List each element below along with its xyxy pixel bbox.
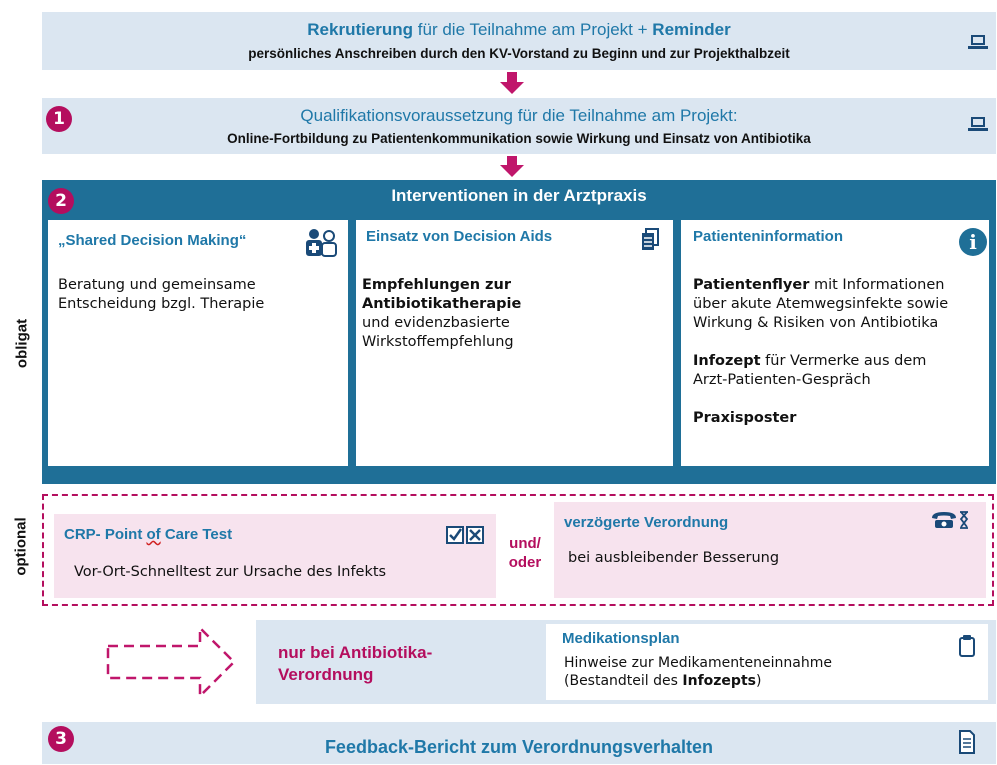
antibiotic-box: nur bei Antibiotika- Verordnung Medikati… bbox=[256, 620, 996, 704]
card3-p1-line2: über akute Atemwegsinfekte sowie bbox=[693, 296, 949, 312]
down-arrow-stem bbox=[507, 156, 517, 165]
med-line2-a: (Bestandteil des bbox=[564, 673, 683, 689]
optional-label: optional bbox=[12, 517, 30, 576]
phone-hourglass-icon bbox=[932, 511, 969, 529]
step1-box: 1 Qualifikationsvoraussetzung für die Te… bbox=[42, 98, 996, 154]
info-icon: i bbox=[959, 228, 987, 256]
med-title: Medikationsplan bbox=[562, 630, 680, 647]
card2-body: Empfehlungen zur Antibiotikatherapie und… bbox=[362, 276, 673, 352]
step1-title: Qualifikationsvoraussetzung für die Teil… bbox=[42, 106, 996, 126]
delayed-title: verzögerte Verordnung bbox=[564, 514, 729, 531]
step3-title: Feedback-Bericht zum Verordnungsverhalte… bbox=[324, 737, 714, 757]
obligat-label: obligat bbox=[13, 318, 31, 369]
optional-frame: CRP- Point of Care Test Vor-Ort-Schnellt… bbox=[42, 494, 994, 606]
card3-p2-line1: Infozept für Vermerke aus dem bbox=[693, 352, 948, 371]
report-icon bbox=[959, 730, 975, 754]
card2-line3: Wirkstoffempfehlung bbox=[362, 334, 514, 350]
card-decision-aids: Einsatz von Decision Aids Empfehlungen z… bbox=[356, 220, 673, 466]
checkbox-icon bbox=[446, 526, 484, 544]
crp-title-b: Care Test bbox=[160, 526, 233, 543]
card3-p1-bold: Patientenflyer bbox=[693, 277, 810, 293]
laptop-icon bbox=[968, 117, 988, 131]
crp-title-a: CRP- Point bbox=[64, 526, 147, 543]
recruitment-title: Rekrutierung für die Teilnahme am Projek… bbox=[42, 20, 996, 40]
step1-subtitle: Online-Fortbildung zu Patientenkommunika… bbox=[227, 131, 811, 146]
documents-icon bbox=[642, 228, 659, 250]
card3-p3-bold: Praxisposter bbox=[693, 410, 797, 426]
step1-title-rest: für die Teilnahme am Projekt: bbox=[513, 106, 738, 125]
card1-line2: Entscheidung bzgl. Therapie bbox=[58, 296, 265, 312]
recruitment-subtitle: persönliches Anschreiben durch den KV-Vo… bbox=[248, 46, 790, 61]
med-body: Hinweise zur Medikamenteneinnahme (Besta… bbox=[564, 654, 832, 690]
crp-box: CRP- Point of Care Test Vor-Ort-Schnellt… bbox=[54, 514, 496, 598]
card3-p2-bold: Infozept bbox=[693, 353, 761, 369]
card2-bold-line: Empfehlungen zur Antibiotikatherapie bbox=[362, 277, 522, 312]
delayed-body: bei ausbleibender Besserung bbox=[568, 550, 780, 566]
card3-p1-rest: mit Informationen bbox=[809, 277, 945, 293]
card1-line1: Beratung und gemeinsame bbox=[58, 277, 256, 293]
med-line1: Hinweise zur Medikamenteneinnahme bbox=[564, 655, 832, 671]
clipboard-icon bbox=[959, 635, 975, 657]
medication-plan-card: Medikationsplan Hinweise zur Medikamente… bbox=[546, 624, 988, 700]
card-shared-decision: „Shared Decision Making“ Beratung und ge… bbox=[48, 220, 348, 466]
crp-title: CRP- Point of Care Test bbox=[64, 526, 232, 543]
down-arrow-icon bbox=[500, 165, 524, 177]
card3-p2-line2: Arzt-Patienten-Gespräch bbox=[693, 372, 871, 388]
card1-title: „Shared Decision Making“ bbox=[58, 232, 247, 249]
dashed-arrow-icon bbox=[106, 624, 236, 700]
step3-number: 3 bbox=[48, 726, 74, 752]
and-or-connector: und/ oder bbox=[500, 534, 550, 572]
delayed-box: verzögerte Verordnung bei ausbleibender … bbox=[554, 502, 986, 598]
down-arrow-stem bbox=[507, 72, 517, 82]
card-patient-info: Patienteninformation i Patientenflyer mi… bbox=[681, 220, 989, 466]
card1-body: Beratung und gemeinsame Entscheidung bzg… bbox=[58, 276, 264, 314]
interventions-panel: 2 Interventionen in der Arztpraxis „Shar… bbox=[42, 180, 996, 484]
step1-number: 1 bbox=[46, 106, 72, 132]
laptop-icon bbox=[968, 35, 988, 49]
recruitment-title-bold2: Reminder bbox=[652, 20, 731, 39]
connector-line1: und/ bbox=[509, 535, 541, 552]
recruitment-title-bold: Rekrutierung bbox=[307, 20, 414, 39]
card3-body: Patientenflyer mit Informationen über ak… bbox=[693, 276, 948, 428]
down-arrow-icon bbox=[500, 82, 524, 94]
connector-line2: oder bbox=[508, 554, 542, 571]
crp-body: Vor-Ort-Schnelltest zur Ursache des Infe… bbox=[74, 564, 387, 580]
step1-title-bold: Qualifikationsvoraussetzung bbox=[300, 106, 514, 125]
card3-p1-line3: Wirkung & Risiken von Antibiotika bbox=[693, 315, 939, 331]
med-line2-bold: Infozepts bbox=[682, 673, 756, 689]
card2-title: Einsatz von Decision Aids bbox=[366, 228, 553, 245]
med-line2-c: ) bbox=[755, 673, 762, 689]
med-line2: (Bestandteil des Infozepts) bbox=[564, 672, 832, 690]
crp-title-of: of bbox=[146, 526, 161, 543]
antibiotic-label-line1: nur bei Antibiotika- bbox=[278, 643, 433, 662]
interventions-header: Interventionen in der Arztpraxis bbox=[391, 186, 647, 205]
card2-line2: und evidenzbasierte bbox=[362, 315, 510, 331]
card3-p1-line1: Patientenflyer mit Informationen bbox=[693, 276, 948, 295]
card3-title: Patienteninformation bbox=[693, 228, 844, 245]
step3-box: 3 Feedback-Bericht zum Verordnungsverhal… bbox=[42, 722, 996, 764]
antibiotic-label: nur bei Antibiotika- Verordnung bbox=[278, 642, 432, 686]
card3-p2-rest: für Vermerke aus dem bbox=[760, 353, 927, 369]
recruitment-title-mid: für die Teilnahme am Projekt + bbox=[413, 20, 653, 39]
antibiotic-label-line2: Verordnung bbox=[278, 665, 374, 684]
step2-number: 2 bbox=[48, 188, 74, 214]
recruitment-box: Rekrutierung für die Teilnahme am Projek… bbox=[42, 12, 996, 70]
doctor-patient-icon bbox=[306, 229, 337, 257]
